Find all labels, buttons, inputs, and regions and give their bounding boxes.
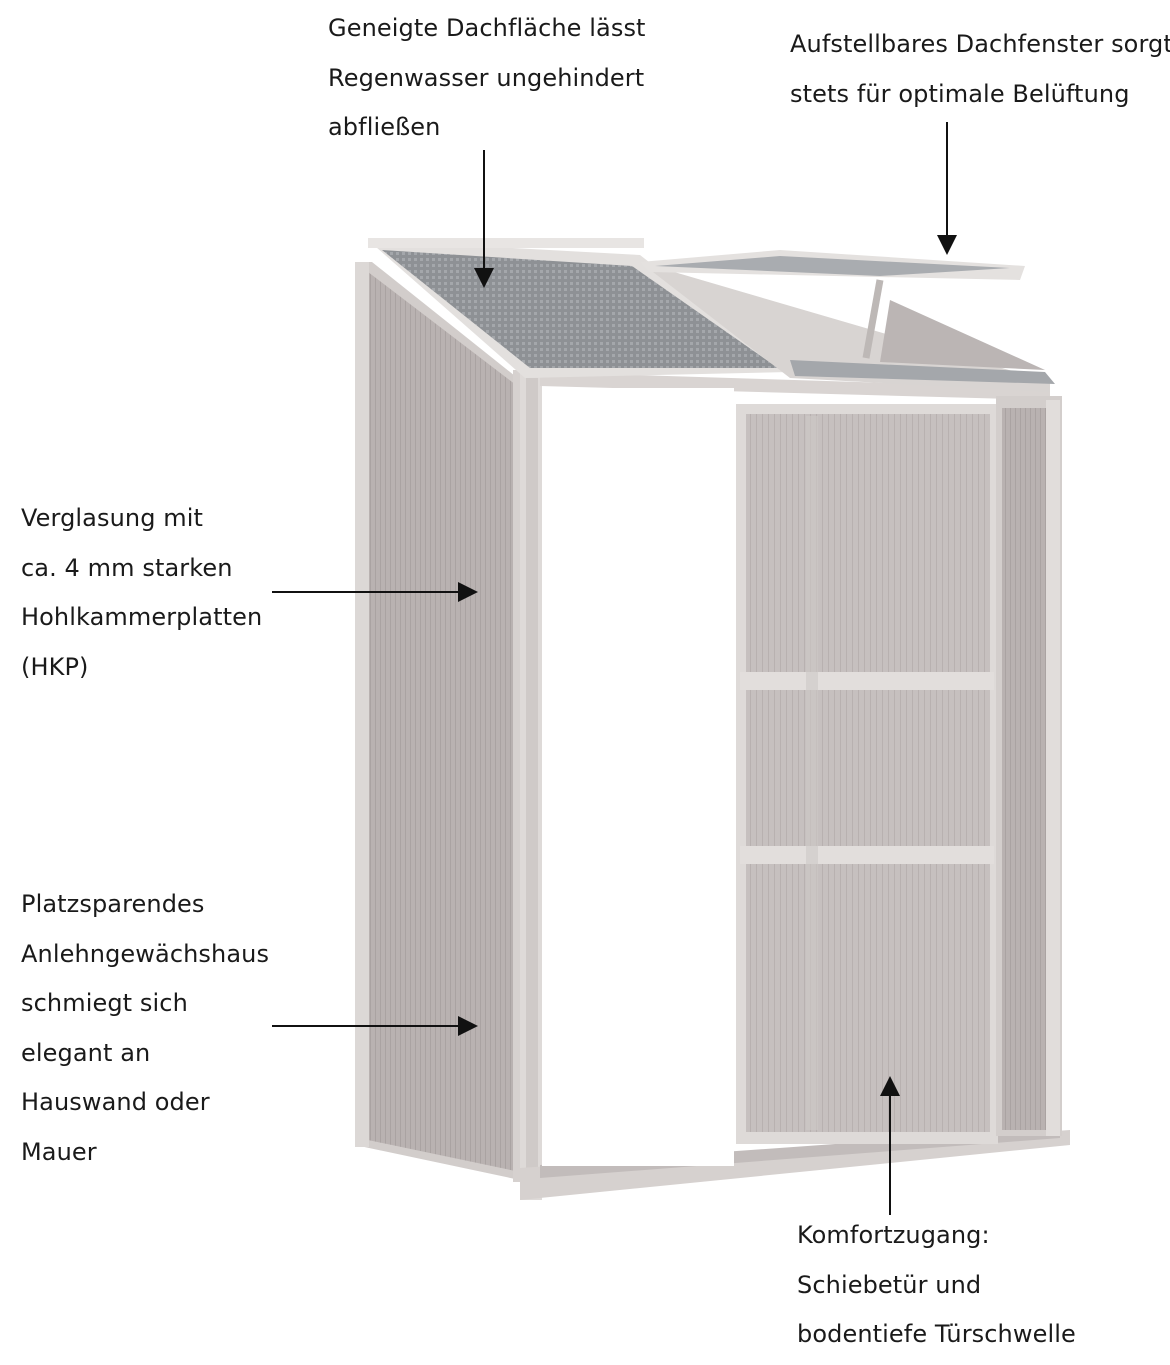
annotation-vent-line: Aufstellbares Dachfenster sorgt	[790, 30, 1170, 58]
annotation-glazing-line: Verglasung mit	[21, 504, 204, 532]
right-panel	[996, 396, 1062, 1136]
annotation-leanto-line: Mauer	[21, 1137, 97, 1166]
annotation-leanto-line: elegant an	[21, 1038, 151, 1067]
annotation-door-line: Komfortzugang:	[797, 1221, 990, 1249]
annotation-door-line: bodentiefe Türschwelle	[797, 1320, 1076, 1348]
annotation-roof: Geneigte Dachfläche lässt Regenwasser un…	[328, 4, 646, 153]
annotation-roof-line: Regenwasser ungehindert	[328, 63, 645, 92]
annotation-leanto-line: Hauswand oder	[21, 1088, 210, 1116]
annotation-roof-line: Geneigte Dachfläche lässt	[328, 14, 646, 42]
annotation-door: Komfortzugang: Schiebetür und bodentiefe…	[797, 1211, 1076, 1360]
annotation-leanto-line: Anlehngewächshaus	[21, 939, 270, 968]
annotation-leanto-line: schmiegt sich	[21, 989, 188, 1017]
annotation-glazing-line: ca. 4 mm starken	[21, 553, 233, 582]
annotation-glazing-line: Hohlkammerplatten	[21, 603, 263, 631]
annotation-leanto: Platzsparendes Anlehngewächshaus schmieg…	[21, 880, 269, 1177]
sliding-door	[736, 404, 998, 1144]
annotation-vent: Aufstellbares Dachfenster sorgt stets fü…	[790, 20, 1170, 119]
annotation-glazing: Verglasung mit ca. 4 mm starken Hohlkamm…	[21, 494, 262, 692]
annotation-glazing-line: (HKP)	[21, 652, 89, 681]
roof-vent	[640, 250, 1045, 370]
annotation-roof-line: abfließen	[328, 113, 441, 141]
side-wall	[355, 262, 527, 1182]
annotation-door-line: Schiebetür und	[797, 1270, 982, 1299]
annotation-leanto-line: Platzsparendes	[21, 890, 205, 918]
annotation-vent-line: stets für optimale Belüftung	[790, 79, 1130, 108]
